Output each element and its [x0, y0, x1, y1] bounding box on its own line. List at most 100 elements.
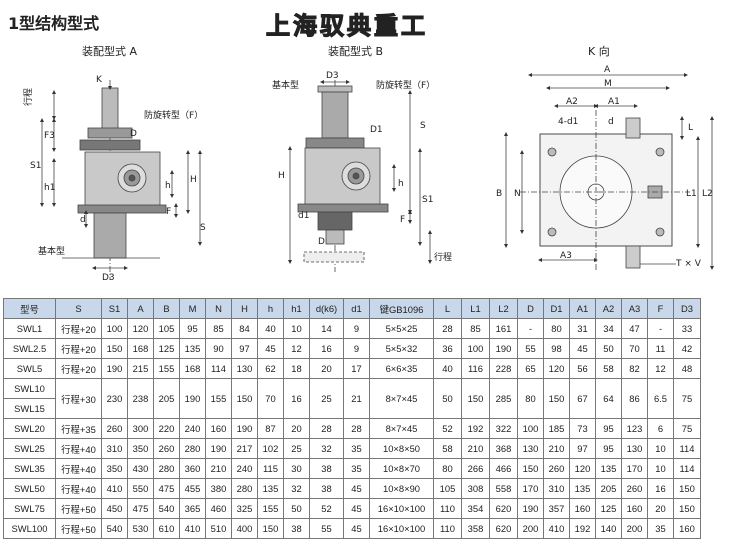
table-cell: 620	[489, 498, 518, 519]
table-cell: 430	[127, 458, 154, 479]
table-cell: 67	[569, 378, 596, 419]
table-cell: 6×6×35	[369, 358, 434, 379]
table-cell: 150	[673, 498, 701, 519]
table-cell: 97	[231, 338, 258, 359]
table-cell: 350	[101, 458, 128, 479]
table-cell: 12	[283, 338, 310, 359]
k-A2-label: A2	[566, 97, 578, 107]
table-cell: 192	[461, 418, 490, 439]
b-d1-label: D1	[370, 125, 383, 135]
table-cell: 130	[517, 438, 544, 459]
table-cell: 190	[231, 418, 258, 439]
table-cell: 168	[127, 338, 154, 359]
table-cell: 36	[433, 338, 462, 359]
table-cell: 150	[673, 478, 701, 499]
table-cell: 50	[283, 498, 310, 519]
table-cell: 190	[517, 498, 544, 519]
a-s-label: S	[200, 223, 206, 233]
table-cell: 16×10×100	[369, 518, 434, 539]
table-cell: 95	[595, 438, 622, 459]
table-cell: 105	[153, 318, 180, 339]
assembly-b-drawing	[288, 80, 432, 272]
table-cell: 125	[595, 498, 622, 519]
table-cell: SWL25	[3, 438, 56, 459]
view-b-label: 装配型式 B	[328, 45, 384, 58]
table-cell: 357	[543, 498, 570, 519]
table-cell: 48	[673, 358, 701, 379]
k-N-label: N	[514, 189, 521, 199]
table-cell: 25	[309, 378, 344, 419]
b-s-label: S	[420, 121, 426, 131]
column-header: L	[433, 298, 462, 319]
table-cell: 8×7×45	[369, 418, 434, 439]
column-header: 键GB1096	[369, 298, 434, 319]
table-cell: 260	[543, 458, 570, 479]
table-cell: 205	[595, 478, 622, 499]
table-cell: 135	[569, 478, 596, 499]
table-cell: 6.5	[647, 378, 674, 419]
column-header: S1	[101, 298, 128, 319]
technical-drawing: K 行程 F3 防旋转型（F） D S1 h1 h H F S d 基本型 D3…	[22, 65, 714, 283]
table-cell: 30	[283, 458, 310, 479]
table-cell: 82	[621, 358, 648, 379]
column-header: D1	[543, 298, 570, 319]
a-f-label: F	[166, 207, 171, 217]
a-base-label: 基本型	[38, 245, 65, 257]
table-cell: 80	[517, 378, 544, 419]
table-cell: 行程+20	[55, 358, 102, 379]
table-cell: 161	[489, 318, 518, 339]
table-cell: 125	[153, 338, 180, 359]
table-cell: 540	[101, 518, 128, 539]
table-cell: 98	[543, 338, 570, 359]
table-cell: 28	[309, 418, 344, 439]
table-cell: 55	[517, 338, 544, 359]
view-k-label: K 向	[588, 45, 610, 58]
table-cell: 190	[179, 378, 206, 419]
table-cell: 140	[595, 518, 622, 539]
table-cell: 20	[309, 358, 344, 379]
column-header: A2	[595, 298, 622, 319]
table-cell: 260	[153, 438, 180, 459]
column-header: h	[257, 298, 284, 319]
brand-watermark: 上海驭典重工	[265, 10, 428, 40]
table-cell: 32	[283, 478, 310, 499]
table-cell: 228	[489, 358, 518, 379]
b-H-label: H	[278, 171, 285, 181]
table-cell: 10×8×90	[369, 478, 434, 499]
table-cell: 358	[461, 518, 490, 539]
table-cell: 56	[569, 358, 596, 379]
b-stroke-label: 行程	[434, 251, 452, 263]
table-cell: 170	[517, 478, 544, 499]
table-cell: 325	[231, 498, 258, 519]
table-cell: 210	[543, 438, 570, 459]
table-cell: SWL10	[3, 378, 56, 399]
table-cell: 150	[543, 378, 570, 419]
table-cell: 行程+40	[55, 478, 102, 499]
table-cell: 365	[179, 498, 206, 519]
table-cell: 10	[647, 438, 674, 459]
table-cell: 160	[621, 498, 648, 519]
table-cell: SWL100	[3, 518, 56, 539]
table-cell: 50	[433, 378, 462, 419]
table-cell: 200	[517, 518, 544, 539]
column-header: D3	[673, 298, 701, 319]
table-cell: 114	[205, 358, 232, 379]
table-cell: 190	[489, 338, 518, 359]
table-cell: 455	[179, 478, 206, 499]
table-cell: 10×8×70	[369, 458, 434, 479]
table-cell: 260	[101, 418, 128, 439]
table-cell: 160	[673, 518, 701, 539]
table-cell: 350	[127, 438, 154, 459]
b-h-label: h	[398, 179, 404, 189]
table-cell: 85	[461, 318, 490, 339]
table-cell: 64	[595, 378, 622, 419]
table-cell: 380	[205, 478, 232, 499]
table-cell: 行程+30	[55, 378, 102, 419]
table-cell: 52	[309, 498, 344, 519]
table-cell: 5×5×25	[369, 318, 434, 339]
a-anti-rot-label: 防旋转型（F）	[144, 109, 203, 121]
table-cell: 35	[647, 518, 674, 539]
